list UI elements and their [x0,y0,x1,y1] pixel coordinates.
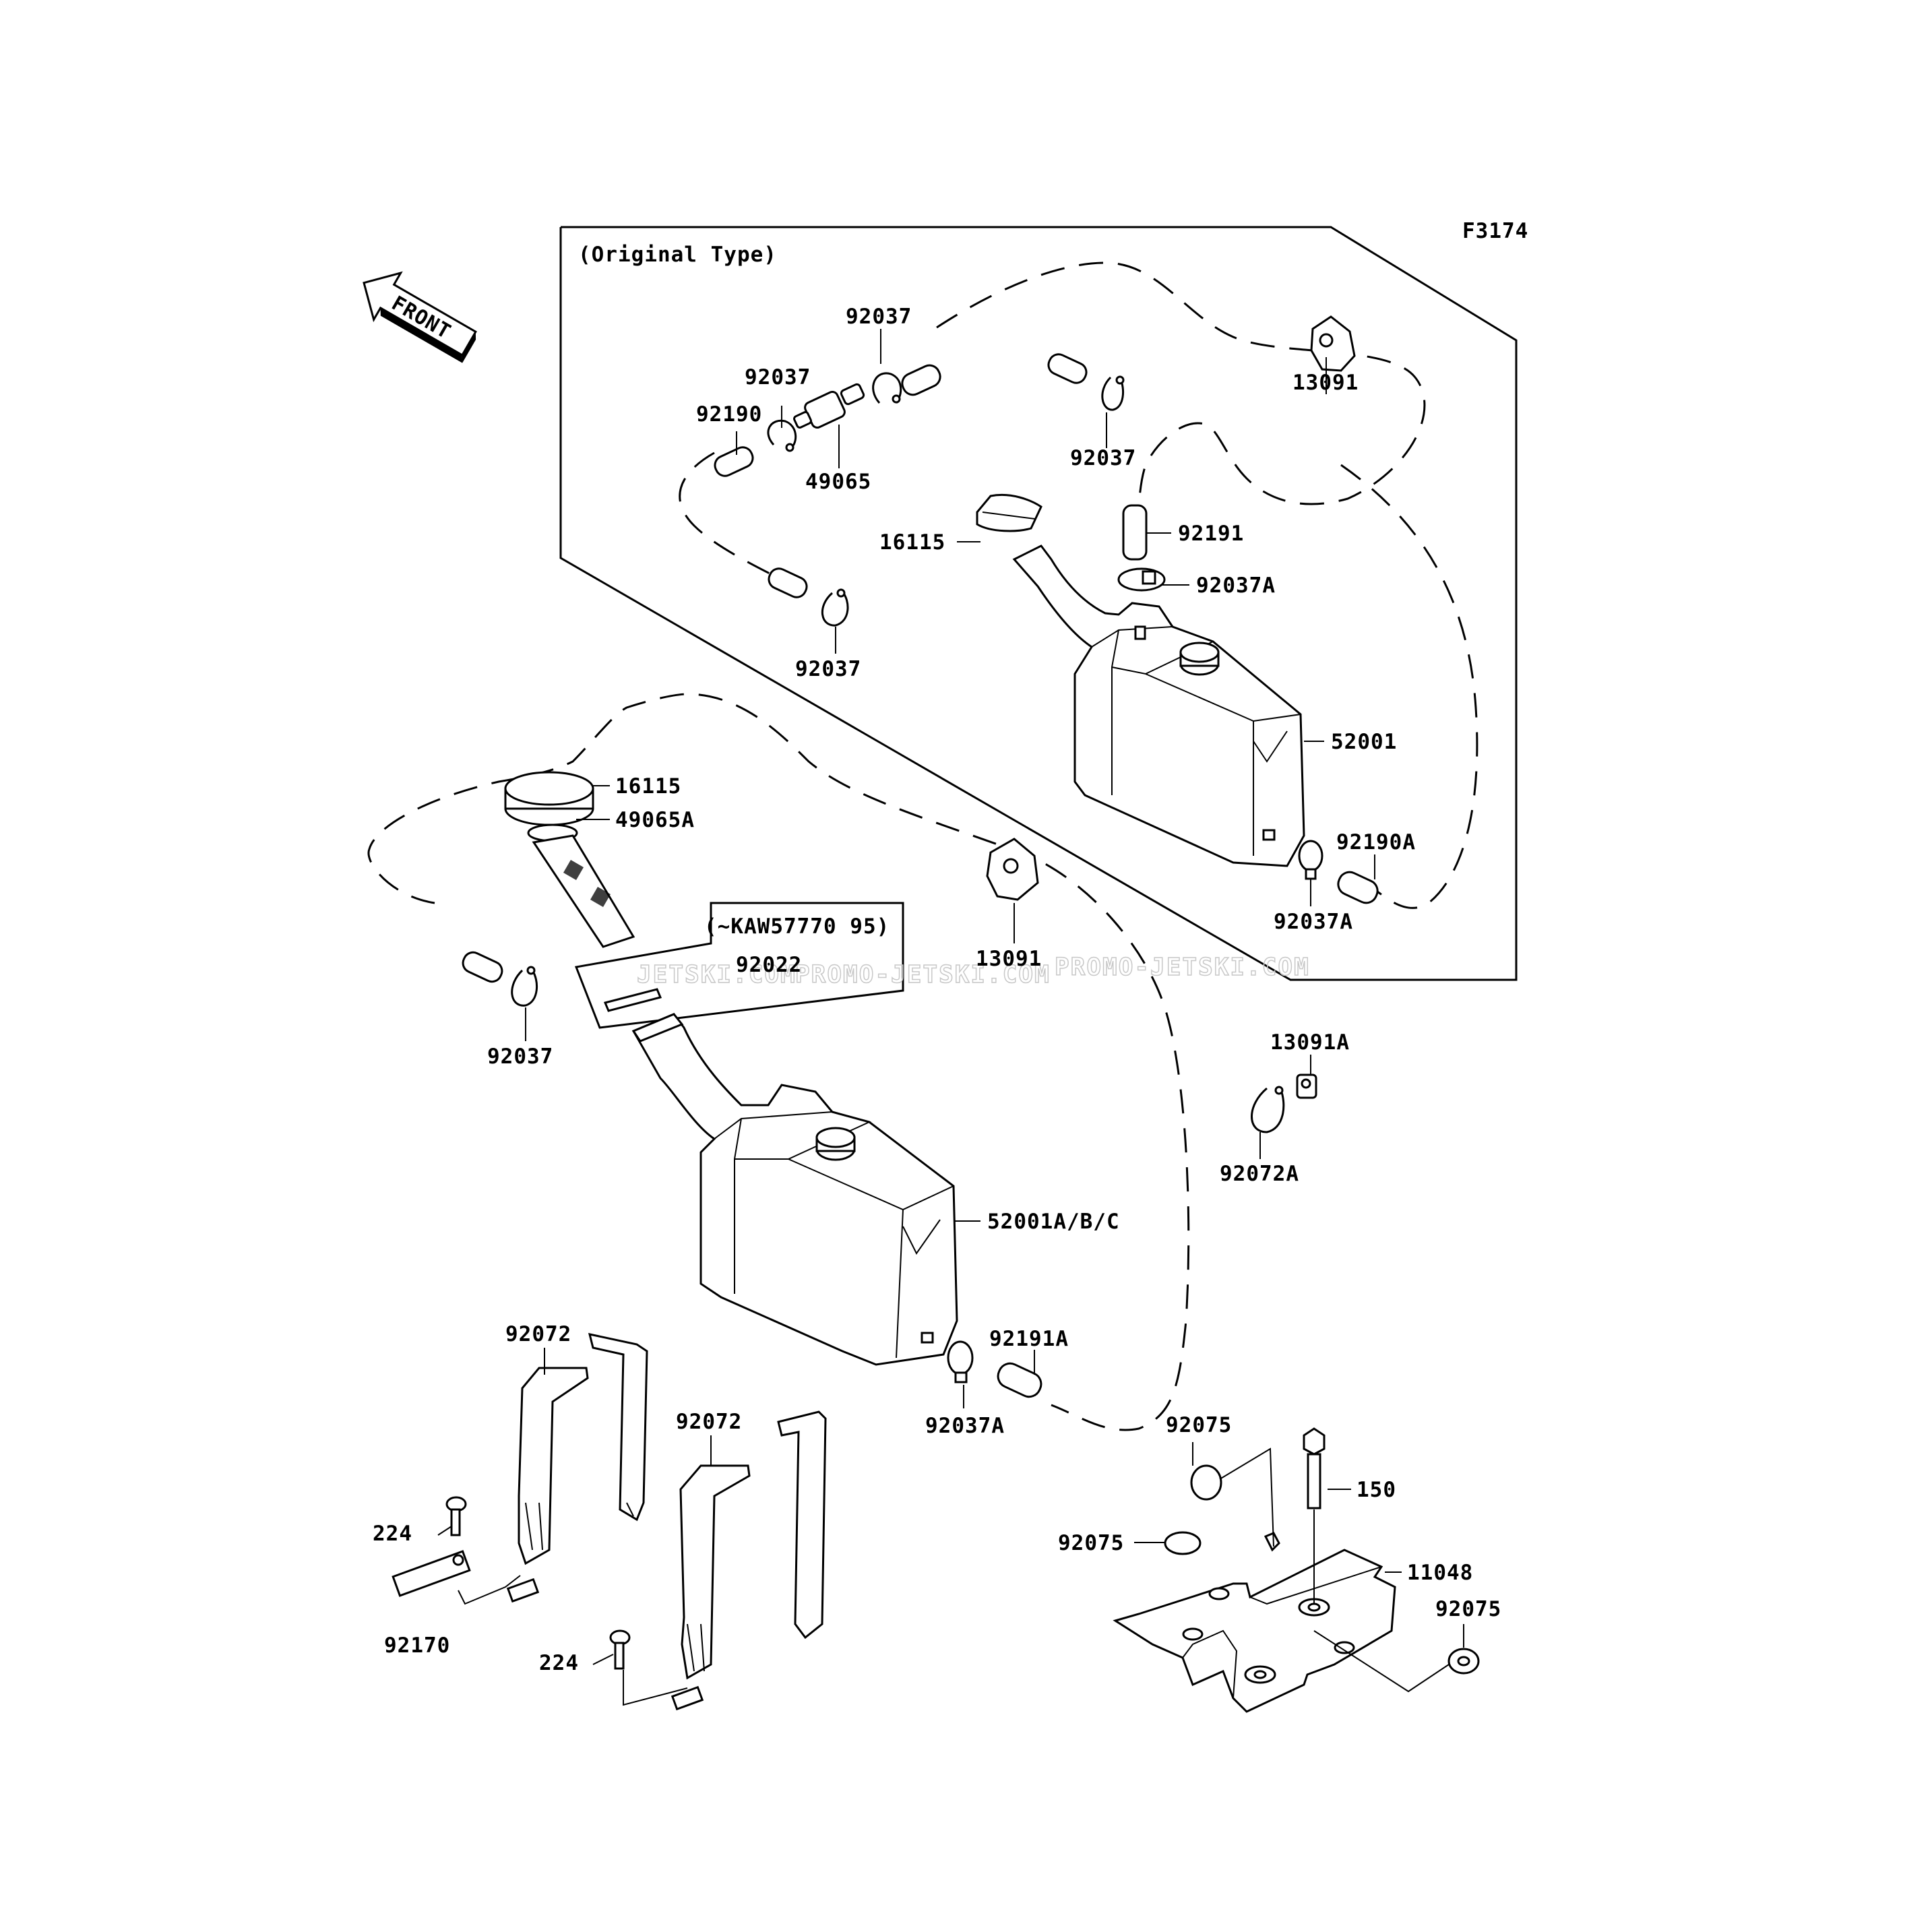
callout-150: 150 [1357,1478,1396,1502]
washer-92075-right [1447,1648,1480,1675]
leader-lines [437,329,1464,1665]
filter-92022 [603,988,662,1012]
callout-13091A: 13091A [1270,1030,1350,1055]
callout-92037-right: 92037 [1070,446,1136,470]
hose-right-upper [1047,353,1088,384]
bolt-224-lower [609,1629,631,1670]
callout-52001ABC: 52001A/B/C [987,1210,1120,1234]
oil-tank-52001 [1012,544,1305,867]
callout-16115-low: 16115 [615,774,681,799]
clip-92037-right [1101,375,1125,411]
callout-11048: 11048 [1407,1561,1473,1585]
leader-92075-top [1219,1447,1274,1547]
vent-hose-left [679,451,782,581]
callout-224-upper: 224 [373,1522,412,1546]
plate-92170 [392,1550,471,1597]
callout-16115-top: 16115 [879,530,945,555]
clip-92037-left [767,419,797,452]
hose-92037-top [901,364,941,396]
vent-hose-upper [936,261,1426,513]
watermark-1: JETSKI.COM [637,961,797,989]
watermark-3: PROMO-JETSKI.COM [1055,954,1310,981]
clamp-92037A-right [1298,840,1323,880]
strap-92072-left [506,1333,648,1603]
callout-92022: 92022 [736,953,802,977]
original-type-label: (Original Type) [578,243,777,267]
original-type-frame [559,226,1518,981]
leader-92075-right [1313,1630,1450,1693]
hose-92191 [1122,504,1148,561]
grommet-13091-low [986,838,1039,901]
leader-224-lower [623,1670,688,1706]
callout-49065A: 49065A [615,808,695,832]
strap-92072-right [671,1410,827,1711]
clip-92037-top [872,372,902,404]
clip-92072A [1251,1086,1285,1133]
callout-92072A: 92072A [1220,1162,1299,1186]
serial-box [574,902,904,1029]
bracket-11048 [1113,1532,1396,1713]
callout-92190A: 92190A [1336,830,1416,854]
callout-92072-mid: 92072 [676,1410,742,1434]
bolt-150 [1303,1427,1326,1509]
watermark-2: PROMO-JETSKI.COM [795,961,1051,989]
callout-13091-low: 13091 [976,947,1042,971]
figure-code: F3174 [1462,219,1528,243]
vent-hose-lower [367,693,1190,1431]
callout-92191: 92191 [1178,522,1244,546]
plug-92075-mid [1164,1531,1202,1555]
callout-92072-left: 92072 [505,1322,571,1346]
callout-52001: 52001 [1331,730,1397,754]
grommet-13091-top [1310,315,1356,372]
callout-92037A-low: 92037A [925,1414,1005,1438]
callout-13091-top: 13091 [1292,371,1359,395]
callout-92075-mid: 92075 [1058,1531,1124,1555]
cap-16115-low [504,771,594,826]
clamp-92037A-low [947,1340,974,1383]
check-valve-49065 [793,383,865,429]
hose-92190-upper [714,446,754,477]
callout-92037-left: 92037 [745,365,811,389]
callout-92190: 92190 [696,402,762,427]
vent-hose-right [1340,464,1478,909]
bolt-224-upper [445,1496,467,1536]
hose-92190A [1337,871,1379,904]
callout-49065: 49065 [805,470,871,494]
hose-92191A [997,1362,1042,1398]
leader-92170 [458,1575,521,1605]
front-arrow-icon: FRONT [363,271,477,363]
callout-92075-top: 92075 [1166,1413,1232,1437]
filler-49065A [527,823,635,948]
callout-224-lower: 224 [539,1651,579,1675]
hose-92190-lower [768,567,808,598]
callout-92170: 92170 [384,1633,450,1658]
cap-16115-top [976,493,1042,532]
plug-92075-top [1190,1464,1222,1501]
callout-92037A-right: 92037A [1274,910,1353,934]
callout-92037-mid: 92037 [795,657,861,681]
callout-92037A-top: 92037A [1196,573,1276,598]
callout-92037-low: 92037 [487,1045,553,1069]
clip-92037-low [511,966,538,1007]
callout-92191A: 92191A [989,1327,1069,1351]
hose-92037-low [462,951,503,983]
clip-92037-mid [821,588,849,627]
callout-92075-right: 92075 [1435,1597,1501,1621]
oil-tank-52001ABC [631,1013,958,1366]
clamp-92037A-top [1117,567,1166,592]
serial-box-label: (~KAW57770 95) [704,914,890,939]
callout-92037-top: 92037 [846,305,912,329]
grommet-13091A [1296,1073,1317,1099]
